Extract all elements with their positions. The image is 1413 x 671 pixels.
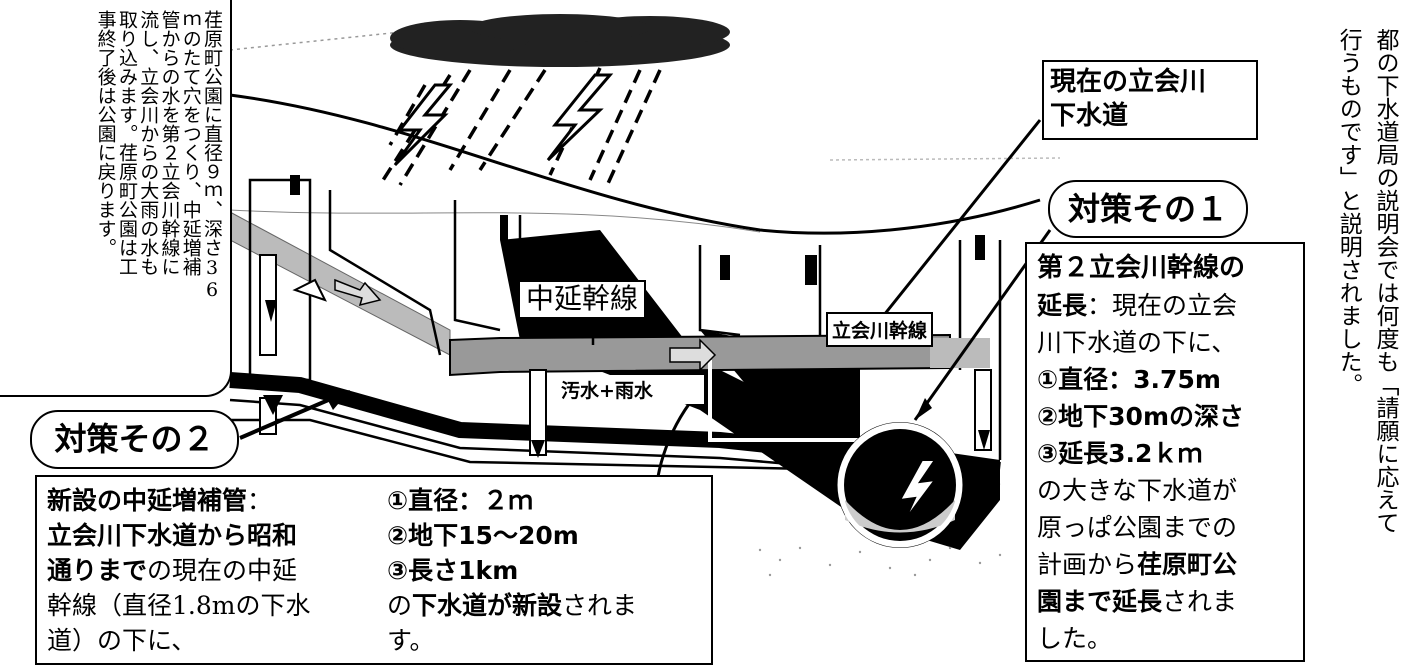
tachiaigawa-trunk-label: 立会川幹線 [826,312,934,347]
sewage-rain-label: 汚水+雨水 [558,375,704,404]
right-note-line: 都の下水道局の説明会では何度も「請願に応えて [1372,28,1398,534]
measure2-right-column: ①直径：２ｍ ②地下15～20m ③長さ1km の下水道が新設されま す。 [387,483,707,658]
measure1-heading-line1: 第２立会川幹線の [1037,253,1246,283]
callout-line: 流し、立会川からの大雨の水も [137,10,160,276]
tachiaigawa-trunk-text: 立会川幹線 [832,320,928,342]
measure1-title: 対策その１ [1048,180,1248,238]
measure1-item: ①直径：3.75m [1037,365,1221,394]
callout-line: 取り込みます。荏原町公園は工 [115,10,138,276]
nakanobu-trunk-label: 中延幹線 [518,280,647,319]
measure2-title: 対策その２ [30,410,239,469]
shaft-explanation-callout: 荏原町公園に直径９ｍ、深さ36 ｍのたて穴をつくり、中延増補 管からの水を第２立… [0,0,232,397]
measure2-end-text: の [387,591,413,620]
measure1-title-text: 対策その１ [1067,190,1228,228]
callout-line: 管からの水を第２立会川幹線に [158,10,181,276]
measure1-body: 原っぱ公園までの [1037,513,1238,542]
measure1-body: 園まで延長されま [1037,583,1293,620]
right-note-line: 行うものです」と説明されました。 [1335,28,1362,396]
measure2-panel: 新設の中延増補管： 立会川下水道から昭和 通りまでの現在の中延 幹線（直径1.8… [35,475,713,665]
measure1-place: 園まで延長 [1037,587,1163,616]
measure1-tail: されま [1162,587,1238,616]
measure2-body: 道）の下に、 [47,626,197,655]
measure1-tail: した。 [1037,624,1113,653]
measure1-heading: 第２立会川幹線の [1037,250,1293,287]
measure2-left-column: 新設の中延増補管： 立会川下水道から昭和 通りまでの現在の中延 幹線（直径1.8… [47,483,377,658]
current-sewer-label-line: 現在の立会川 [1050,67,1207,97]
sewage-rain-text: 汚水+雨水 [561,380,653,402]
callout-line: 事終了後は公園に戻ります。 [94,10,117,257]
measure1-place: 荏原町公 [1137,550,1238,579]
measure2-item: ③長さ1km [387,556,519,585]
right-vertical-note: 都の下水道局の説明会では何度も「請願に応えて 行うものです」と説明されました。 [1329,28,1403,668]
nakanobu-trunk-text: 中延幹線 [526,282,639,315]
measure1-heading-line2: 延長 [1037,291,1088,320]
measure2-line: 通りまでの現在の中延 [47,553,377,588]
measure2-bold-line: 立会川下水道から昭和 [47,521,298,550]
measure1-panel: 第２立会川幹線の 延長：現在の立会 川下水道の下に、 ①直径：3.75m ②地下… [1025,242,1305,662]
measure2-heading: 新設の中延増補管 [47,486,248,515]
measure2-text: の現在の中延 [147,556,298,585]
callout-line: ｍのたて穴をつくり、中延増補 [179,10,202,276]
current-sewer-label: 現在の立会川 下水道 [1042,60,1258,140]
measure2-title-text: 対策その２ [54,420,215,458]
measure1-item: ②地下30mの深さ [1037,402,1245,431]
lightning-icons [393,73,614,167]
measure2-item: ①直径：２ｍ [387,486,534,515]
measure2-end-text: す。 [387,626,435,655]
measure2-colon: ： [247,486,273,515]
measure2-body: 幹線（直径1.8mの下水 [47,591,311,620]
callout-line: 荏原町公園に直径９ｍ、深さ36 [201,10,223,301]
shaft-explanation-text: 荏原町公園に直径９ｍ、深さ36 ｍのたて穴をつくり、中延増補 管からの水を第２立… [94,10,223,390]
measure2-bold-line: 通りまで [47,556,148,585]
measure1-body: の大きな下水道が [1037,476,1238,505]
measure2-ending: の下水道が新設されま [387,588,707,623]
measure1-item: ③延長3.2ｋｍ [1037,439,1203,468]
measure2-item: ②地下15～20m [387,521,579,550]
current-sewer-label-line: 下水道 [1050,100,1129,131]
rain-streaks [378,67,662,191]
measure2-end-text: されま [562,591,638,620]
measure1-text: ：現在の立会 [1087,291,1238,320]
measure1-line2: 延長：現在の立会 [1037,287,1293,324]
measure1-body: 計画から荏原町公 [1037,546,1293,583]
rain-cloud [390,14,730,67]
measure2-end-bold: 下水道が新設 [412,591,563,620]
measure1-text: 川下水道の下に、 [1037,328,1237,357]
measure2-heading-line: 新設の中延増補管： [47,483,377,518]
measure1-body-text: 計画から [1037,550,1138,579]
